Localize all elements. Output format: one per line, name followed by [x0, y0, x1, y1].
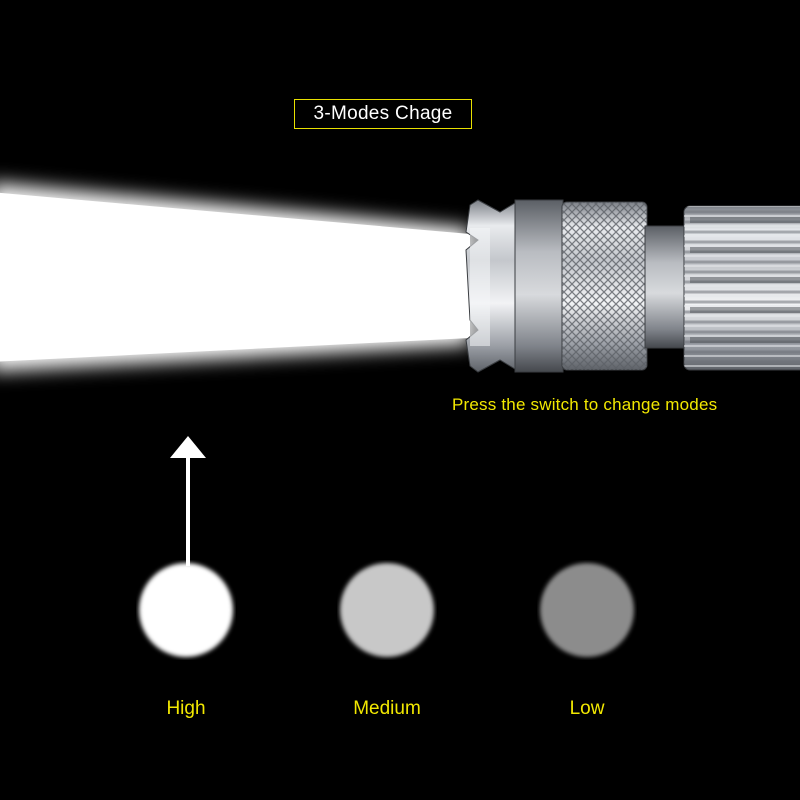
low-spot-icon [540, 563, 634, 657]
up-arrow-icon [170, 436, 206, 566]
mode-label-high: High [166, 698, 206, 719]
flashlight-icon [465, 199, 800, 373]
high-spot-icon [139, 563, 233, 657]
mode-label-low: Low [569, 698, 605, 719]
page-title: 3-Modes Chage [313, 103, 453, 124]
title-box: 3-Modes Chage [294, 99, 472, 129]
light-beam [0, 182, 470, 372]
medium-spot-icon [340, 563, 434, 657]
mode-label-medium: Medium [353, 698, 421, 719]
instruction-text: Press the switch to change modes [452, 395, 718, 414]
